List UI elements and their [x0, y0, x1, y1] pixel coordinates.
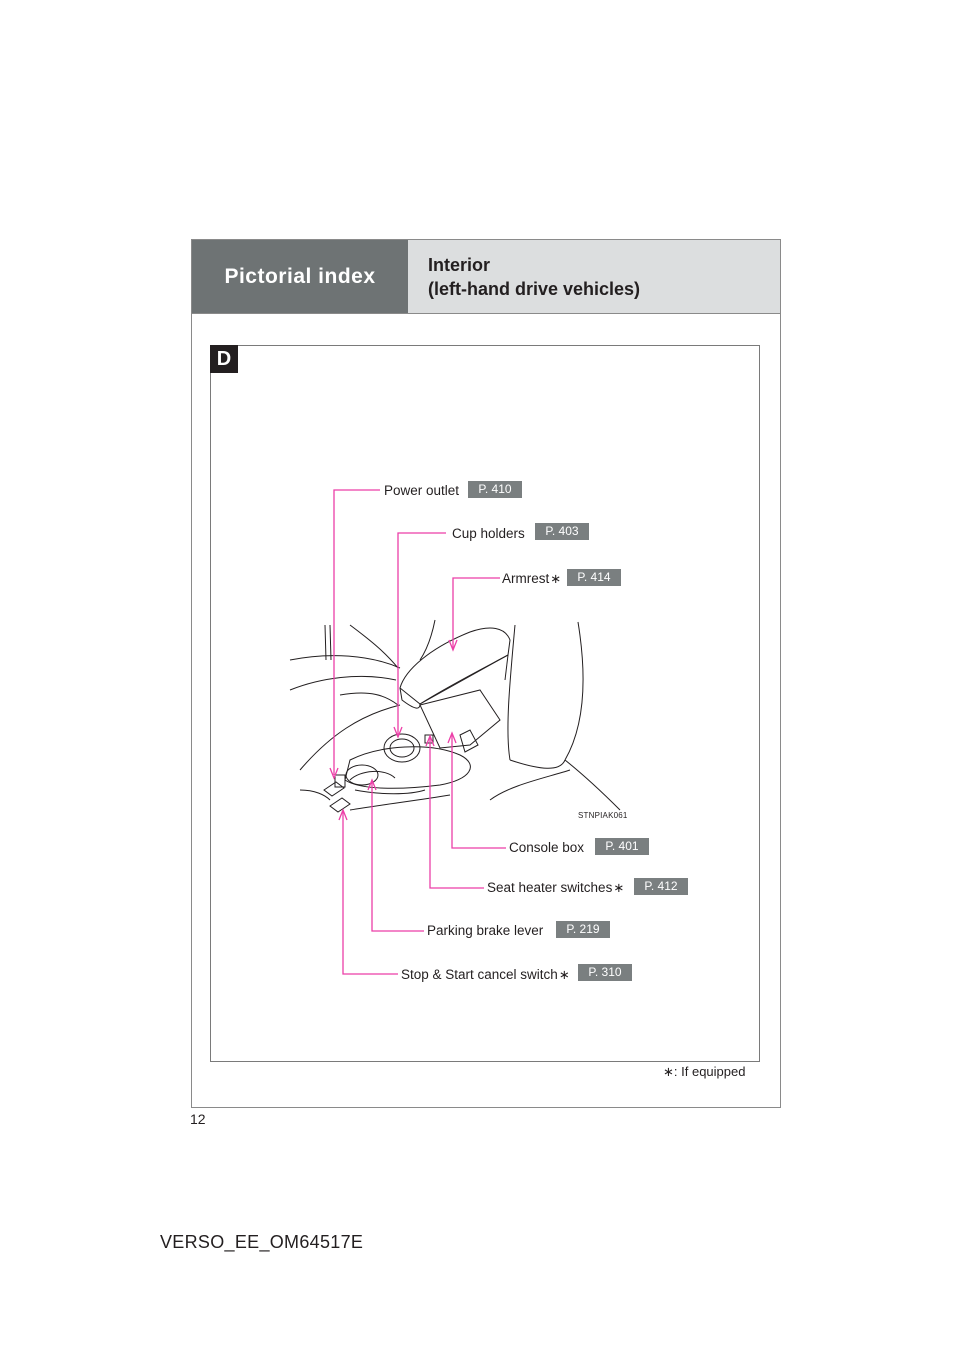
arrow-cup-holders: [393, 726, 403, 739]
page-number: 12: [190, 1111, 206, 1127]
asterisk-icon: ∗: [558, 967, 570, 982]
callout-parking-brake-page[interactable]: P. 219: [556, 921, 610, 938]
page-frame: [191, 239, 781, 1108]
callout-console-box-page[interactable]: P. 401: [595, 838, 649, 855]
callout-cup-holders-label: Cup holders: [452, 526, 525, 541]
document-id: VERSO_EE_OM64517E: [160, 1232, 364, 1252]
callout-stop-start-label: Stop & Start cancel switch∗: [401, 967, 570, 983]
leader-armrest: [452, 577, 500, 648]
leader-parking-brake: [371, 782, 424, 932]
callout-armrest-page[interactable]: P. 414: [567, 569, 621, 586]
arrow-console-box: [447, 731, 457, 744]
section-badge: D: [210, 345, 238, 373]
footnote: ∗: If equipped: [662, 1064, 745, 1080]
section-title-tab: Pictorial index: [192, 240, 408, 313]
header-subtitle-panel: Interior (left-hand drive vehicles): [408, 240, 780, 313]
callout-cup-holders-page[interactable]: P. 403: [535, 523, 589, 540]
callout-armrest-text: Armrest: [502, 571, 550, 586]
callout-power-outlet-page[interactable]: P. 410: [468, 481, 522, 498]
subtitle-line-2: (left-hand drive vehicles): [428, 279, 641, 299]
footnote-text: : If equipped: [673, 1064, 746, 1079]
leader-console-box: [451, 735, 506, 849]
header-divider: [192, 313, 780, 314]
callout-seat-heater-text: Seat heater switches: [487, 880, 613, 895]
callout-armrest-label: Armrest∗: [502, 571, 561, 587]
asterisk-icon: ∗: [663, 1064, 674, 1079]
leader-cup-holders: [397, 532, 446, 735]
section-title: Pictorial index: [224, 264, 376, 288]
callout-stop-start-text: Stop & Start cancel switch: [401, 967, 558, 982]
section-badge-letter: D: [216, 347, 232, 370]
asterisk-icon: ∗: [550, 571, 562, 586]
leader-power-outlet: [333, 489, 380, 775]
callout-stop-start-page[interactable]: P. 310: [578, 964, 632, 981]
leader-stop-start: [342, 812, 398, 975]
leader-lines: [329, 489, 506, 975]
arrow-seat-heater: [425, 734, 435, 747]
leader-seat-heater: [429, 738, 484, 889]
figure-box: [210, 345, 760, 1062]
callout-console-box-label: Console box: [509, 840, 585, 855]
figure-code: STNPIAK061: [578, 811, 628, 820]
callout-seat-heater-page[interactable]: P. 412: [634, 878, 688, 895]
asterisk-icon: ∗: [613, 880, 625, 895]
callout-seat-heater-label: Seat heater switches∗: [487, 880, 624, 896]
subtitle-line-1: Interior: [428, 255, 491, 275]
arrow-armrest: [448, 639, 458, 652]
callout-parking-brake-label: Parking brake lever: [427, 923, 544, 938]
callout-power-outlet-label: Power outlet: [384, 483, 460, 498]
arrow-stop-start: [338, 808, 348, 821]
arrow-power-outlet: [329, 767, 339, 780]
arrow-parking-brake: [367, 778, 377, 791]
console-line-art: [289, 619, 621, 813]
